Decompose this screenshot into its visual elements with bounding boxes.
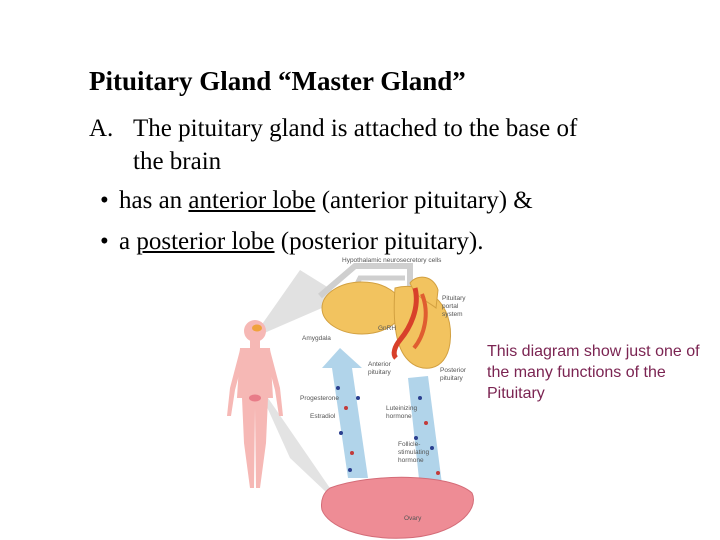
- label-anterior-2: pituitary: [368, 369, 392, 376]
- bullet-anterior: •has an anterior lobe (anterior pituitar…: [100, 187, 533, 214]
- human-figure: [227, 320, 283, 488]
- label-fsh-3: hormone: [398, 457, 424, 464]
- pituitary-diagram: Hypothalamic neurosecretory cells Pituit…: [227, 257, 474, 539]
- brain-zoom-cone: [258, 270, 345, 334]
- portal-vessel: [412, 293, 428, 350]
- ovary-highlight: [249, 394, 261, 402]
- hormone-arrow-up: [322, 348, 368, 478]
- hormone-arrow-down: [408, 376, 455, 510]
- point-a: A.The pituitary gland is attached to the…: [89, 112, 669, 178]
- label-portal-3: system: [442, 311, 463, 318]
- label-amygdala: Amygdala: [302, 335, 331, 342]
- label-gnrh: GnRH: [378, 325, 396, 332]
- bullet-dot: •: [100, 228, 109, 255]
- bullet-dot: •: [100, 187, 109, 214]
- slide-title: Pituitary Gland “Master Gland”: [89, 66, 466, 96]
- diagram-caption: This diagram show just one of the many f…: [487, 343, 700, 402]
- ovary: [321, 476, 474, 539]
- brain-highlight: [252, 324, 262, 332]
- label-lh-1: Luteinizing: [386, 405, 417, 412]
- label-fsh-1: Follicle-: [398, 441, 420, 448]
- point-a-line1: A.The pituitary gland is attached to the…: [89, 112, 669, 145]
- bullet-posterior: •a posterior lobe (posterior pituitary).: [100, 228, 484, 255]
- label-anterior-1: Anterior: [368, 361, 392, 368]
- label-ovary: Ovary: [404, 515, 422, 522]
- ovary-zoom-cone: [262, 396, 345, 510]
- point-a-label: A.: [89, 115, 114, 142]
- label-neurosecretory: Hypothalamic neurosecretory cells: [342, 257, 442, 264]
- label-progesterone: Progesterone: [300, 395, 339, 402]
- portal-vessel: [391, 287, 419, 360]
- point-a-line2: the brain: [133, 148, 222, 175]
- label-portal-1: Pituitary: [442, 295, 466, 302]
- label-fsh-2: stimulating: [398, 449, 429, 456]
- label-portal-2: portal: [442, 303, 459, 310]
- anterior-lobe-link[interactable]: anterior lobe: [188, 187, 316, 214]
- label-lh-2: hormone: [386, 413, 412, 420]
- label-posterior-1: Posterior: [440, 367, 467, 374]
- posterior-lobe-link[interactable]: posterior lobe: [136, 228, 275, 255]
- label-posterior-2: pituitary: [440, 375, 464, 382]
- label-estradiol: Estradiol: [310, 413, 336, 420]
